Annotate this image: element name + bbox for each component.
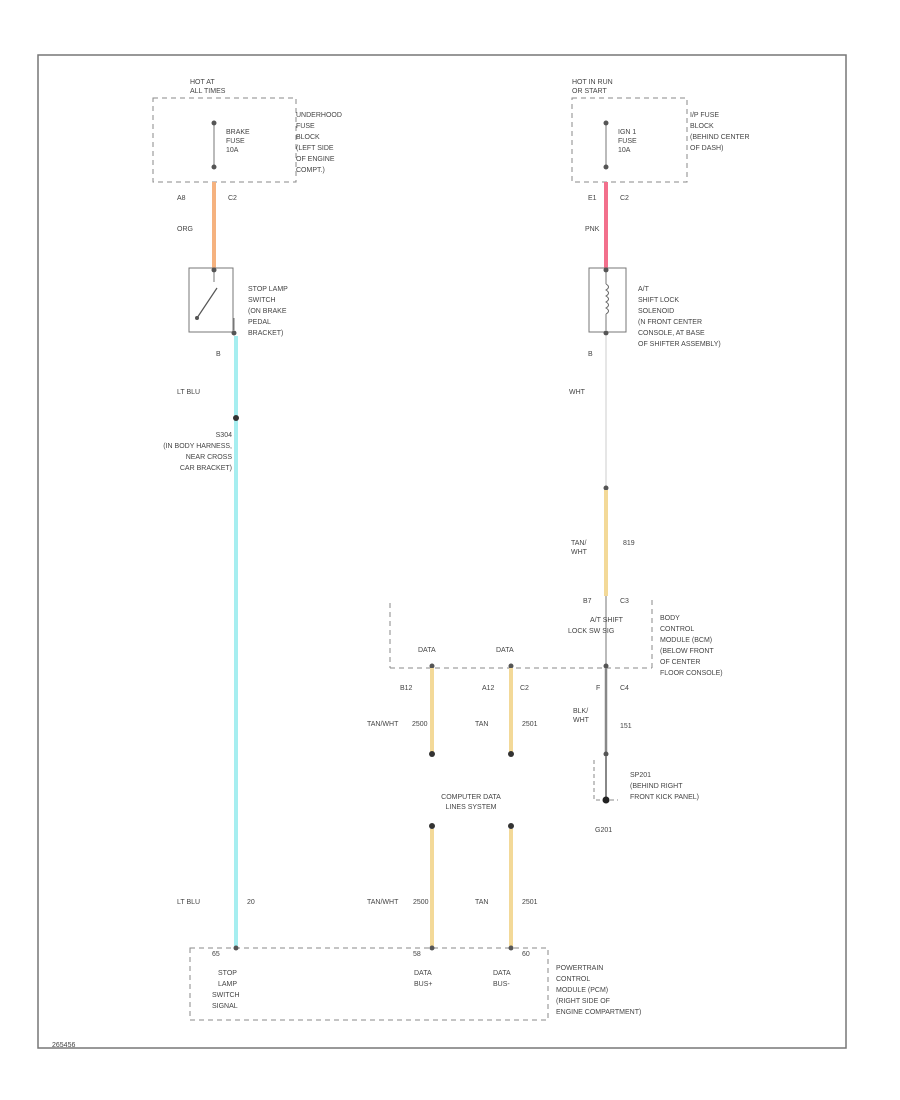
pin-b7: B7 xyxy=(583,598,592,605)
wire-tan-wht-819-label: TAN/WHT xyxy=(571,540,588,556)
pin-a8: A8 xyxy=(177,195,186,202)
pcm-pin-60: 60 xyxy=(522,951,530,958)
circuit-151: 151 xyxy=(620,723,632,730)
conn-c4: C4 xyxy=(620,685,629,692)
pcm-wire-2-label: TAN xyxy=(475,899,488,906)
pin-e1: E1 xyxy=(588,195,597,202)
bcm-2501-end xyxy=(508,751,514,757)
wire-org-label: ORG xyxy=(177,226,193,233)
splice-s304-dot xyxy=(233,415,239,421)
diagram-frame xyxy=(37,54,847,1049)
bcm-wire-2-label: TAN xyxy=(475,721,488,728)
bcm-2500-end xyxy=(429,751,435,757)
wht-tan-junction xyxy=(603,485,609,491)
bcm-data-2-label: DATA xyxy=(496,647,514,654)
wire-wht-label: WHT xyxy=(569,389,586,396)
pin-b12: B12 xyxy=(400,685,413,692)
conn-c2-bcm: C2 xyxy=(520,685,529,692)
bcm-data-1-label: DATA xyxy=(418,647,436,654)
conn-c2-right: C2 xyxy=(620,195,629,202)
pin-b-right: B xyxy=(588,351,593,358)
pcm-wire-1-label: TAN/WHT xyxy=(367,899,399,906)
body-control-module xyxy=(389,596,653,669)
g201-label: G201 xyxy=(595,827,612,834)
ground-splice-sp201 xyxy=(593,751,618,804)
diagram-ref-number: 265456 xyxy=(52,1042,75,1049)
pcm-circuit-2500: 2500 xyxy=(413,899,429,906)
conn-c3: C3 xyxy=(620,598,629,605)
pin-b-left: B xyxy=(216,351,221,358)
wire-blk-wht-label: BLK/WHT xyxy=(573,708,590,724)
bcm-circuit-2500: 2500 xyxy=(412,721,428,728)
circuit-819: 819 xyxy=(623,540,635,547)
data-lines-2500-start xyxy=(429,823,435,829)
pin-f: F xyxy=(596,685,600,692)
stop-signal-circuit: 20 xyxy=(247,899,255,906)
powertrain-control-module xyxy=(189,945,549,1021)
pcm-pin-58: 58 xyxy=(413,951,421,958)
pcm-pin-65: 65 xyxy=(212,951,220,958)
shift-lock-solenoid xyxy=(588,267,627,336)
pin-a12: A12 xyxy=(482,685,495,692)
wire-pnk-label: PNK xyxy=(585,226,600,233)
bcm-wire-1-label: TAN/WHT xyxy=(367,721,399,728)
pcm-circuit-2501: 2501 xyxy=(522,899,538,906)
stop-signal-wire-label: LT BLU xyxy=(177,899,200,906)
wire-lt-blu-label: LT BLU xyxy=(177,389,200,396)
bcm-circuit-2501: 2501 xyxy=(522,721,538,728)
conn-c2-left: C2 xyxy=(228,195,237,202)
data-lines-2501-start xyxy=(508,823,514,829)
stop-lamp-switch xyxy=(188,267,237,336)
